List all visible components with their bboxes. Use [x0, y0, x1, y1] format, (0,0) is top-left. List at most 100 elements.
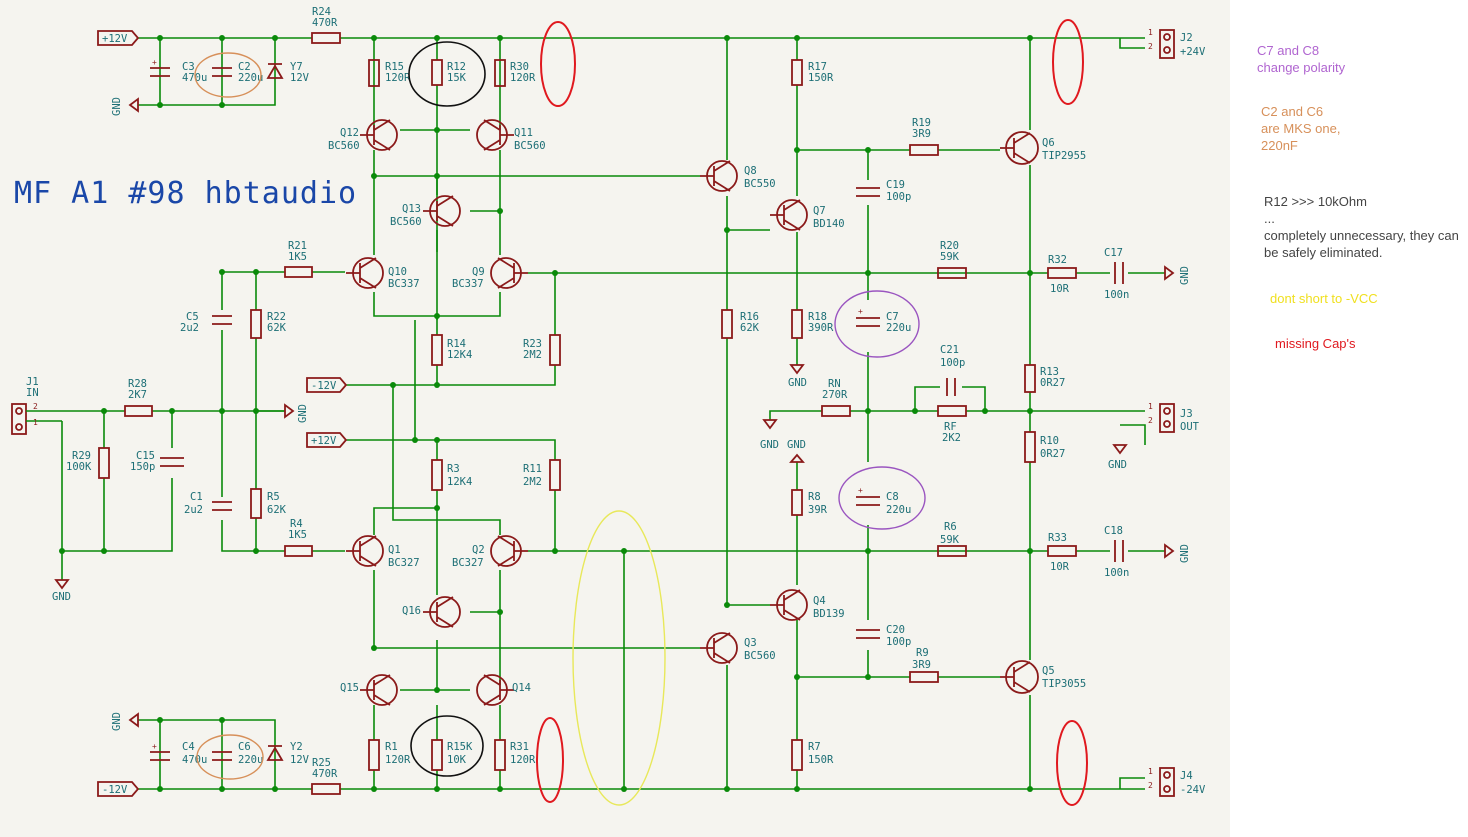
note-mks: C2 and C6 are MKS one, 220nF [1261, 104, 1341, 153]
svg-text:470R: 470R [312, 17, 338, 29]
connector-j2: J2 +24V 1 2 [1148, 28, 1206, 59]
svg-text:62K: 62K [740, 322, 760, 334]
svg-text:59K: 59K [940, 251, 960, 263]
svg-text:R28: R28 [128, 378, 147, 390]
gnd-symbol-input: GND [52, 579, 71, 603]
svg-text:10K: 10K [447, 754, 467, 766]
svg-text:1: 1 [1148, 402, 1153, 411]
svg-text:R9: R9 [916, 647, 929, 659]
svg-text:Q9: Q9 [472, 266, 485, 278]
svg-text:C3: C3 [182, 61, 195, 73]
svg-text:R15: R15 [385, 61, 404, 73]
transistor-q14: Q14 [476, 674, 531, 706]
svg-text:R11: R11 [523, 463, 542, 475]
svg-text:3R9: 3R9 [912, 128, 931, 140]
svg-text:Q2: Q2 [472, 544, 485, 556]
svg-text:-12V: -12V [102, 784, 128, 796]
svg-text:R25: R25 [312, 757, 331, 769]
svg-text:R3: R3 [447, 463, 460, 475]
svg-text:C20: C20 [886, 624, 905, 636]
svg-text:220u: 220u [238, 754, 263, 766]
svg-text:R12: R12 [447, 61, 466, 73]
svg-text:100p: 100p [886, 191, 911, 203]
svg-text:270R: 270R [822, 389, 848, 401]
svg-text:R16: R16 [740, 311, 759, 323]
note-polarity: C7 and C8 change polarity [1257, 43, 1346, 75]
orange-mark-c6 [196, 734, 264, 780]
svg-text:Q6: Q6 [1042, 137, 1055, 149]
svg-text:BC327: BC327 [388, 557, 420, 569]
svg-text:Y2: Y2 [290, 741, 303, 753]
red-mark-bottom-right [1056, 720, 1088, 806]
svg-text:2: 2 [1148, 42, 1153, 51]
svg-text:C8: C8 [886, 491, 899, 503]
svg-text:120R: 120R [510, 754, 536, 766]
connector-j4: J4 -24V 1 2 [1148, 767, 1206, 797]
svg-text:C15: C15 [136, 450, 155, 462]
svg-text:220u: 220u [238, 72, 263, 84]
svg-text:15K: 15K [447, 72, 467, 84]
gnd-symbol-divider: GND [284, 403, 309, 423]
svg-text:BC560: BC560 [514, 140, 546, 152]
svg-text:-24V: -24V [1180, 784, 1206, 796]
svg-text:C17: C17 [1104, 247, 1123, 259]
svg-text:62K: 62K [267, 504, 287, 516]
orange-mark-c2 [194, 52, 262, 98]
svg-text:R21: R21 [288, 240, 307, 252]
svg-text:3R9: 3R9 [912, 659, 931, 671]
svg-text:12V: 12V [290, 72, 310, 84]
svg-text:C7: C7 [886, 311, 899, 323]
svg-text:2K2: 2K2 [942, 432, 961, 444]
connector-j1: J1 IN 2 1 [11, 376, 62, 435]
svg-text:C5: C5 [186, 311, 199, 323]
svg-text:Q15: Q15 [340, 682, 359, 694]
svg-text:C1: C1 [190, 491, 203, 503]
svg-text:GND: GND [787, 439, 806, 451]
svg-text:R17: R17 [808, 61, 827, 73]
svg-text:R23: R23 [523, 338, 542, 350]
svg-text:BD139: BD139 [813, 608, 845, 620]
svg-text:C2: C2 [238, 61, 251, 73]
svg-text:+24V: +24V [1180, 46, 1206, 58]
svg-text:J1: J1 [26, 376, 39, 388]
svg-text:GND: GND [1108, 459, 1127, 471]
svg-text:Q7: Q7 [813, 205, 826, 217]
svg-text:R30: R30 [510, 61, 529, 73]
svg-text:150R: 150R [808, 754, 834, 766]
gnd-symbol-r18: GND [788, 364, 807, 389]
svg-text:GND: GND [52, 591, 71, 603]
svg-text:BC560: BC560 [390, 216, 422, 228]
svg-text:1: 1 [33, 418, 38, 427]
svg-text:1K5: 1K5 [288, 251, 307, 263]
svg-text:GND: GND [1179, 544, 1191, 563]
schematic-sheet: MF A1 #98 hbtaudio +12V -12V -12V +12V G… [0, 0, 1230, 837]
gnd-symbol-out: GND [1108, 444, 1128, 471]
svg-text:R8: R8 [808, 491, 821, 503]
svg-text:TIP3055: TIP3055 [1042, 678, 1086, 690]
svg-text:BD140: BD140 [813, 218, 845, 230]
